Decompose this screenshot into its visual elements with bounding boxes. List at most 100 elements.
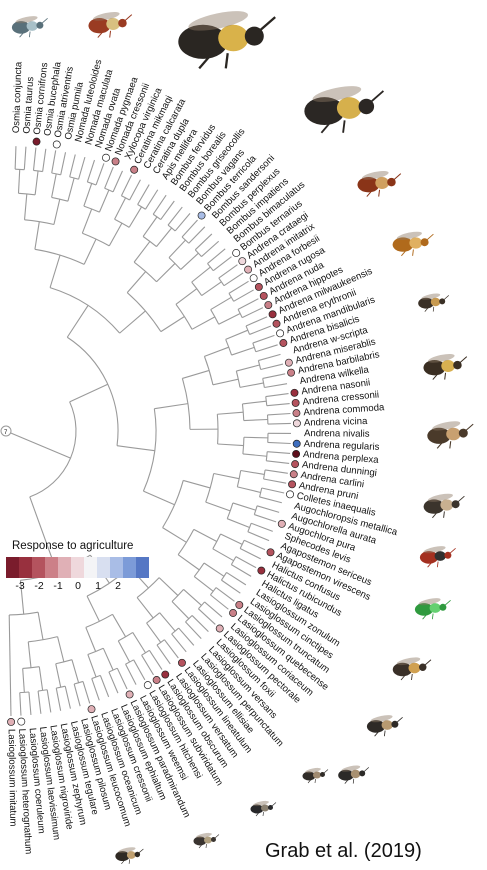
species-response-marker <box>273 320 280 327</box>
species-response-marker <box>131 166 138 173</box>
tree-branch <box>206 502 230 511</box>
tree-branch <box>192 317 215 329</box>
species-response-marker <box>292 450 299 457</box>
tree-branch <box>265 470 288 473</box>
tree-branch <box>169 240 185 257</box>
tree-branch <box>240 383 264 387</box>
tree-branch <box>234 290 254 301</box>
tree-branch <box>120 311 146 333</box>
tree-branch <box>28 642 31 668</box>
tree-branch <box>154 404 188 409</box>
tree-branch <box>250 326 271 334</box>
legend-tick-label: -1 <box>53 580 62 592</box>
legend-swatch <box>6 557 19 578</box>
tree-branch <box>205 602 222 617</box>
tree-branch <box>268 413 291 414</box>
species-response-marker <box>239 258 246 265</box>
species-response-marker <box>293 420 300 427</box>
tree-branch <box>38 691 41 714</box>
tree-branch <box>61 152 66 174</box>
tree-branch <box>113 614 126 636</box>
tree-branch <box>246 317 267 326</box>
species-response-marker <box>293 410 300 417</box>
species-response-marker <box>260 292 267 299</box>
tree-branch <box>99 190 108 212</box>
tree-branch <box>268 442 291 443</box>
legend-tick-label: 1 <box>95 580 101 592</box>
tree-branch <box>227 572 246 584</box>
species-response-marker <box>277 330 284 337</box>
lasioglossum-small-photo-icon <box>338 764 369 783</box>
lasioglossum-pale-photo-icon <box>194 832 220 848</box>
species-response-marker <box>250 275 257 282</box>
tree-branch <box>134 660 145 680</box>
tree-branch <box>50 255 60 287</box>
lasioglossum-tiny-photo-icon <box>303 767 329 783</box>
tree-branch <box>145 190 157 209</box>
tree-branch <box>253 335 275 343</box>
tree-branch <box>192 267 211 282</box>
tree-branch <box>88 654 96 677</box>
species-label: Andrena vicina <box>304 416 368 429</box>
tree-branch <box>179 628 194 645</box>
tree-branch <box>109 223 122 246</box>
species-response-marker <box>144 682 151 689</box>
species-response-marker <box>53 141 60 148</box>
species-response-marker <box>286 491 293 498</box>
tree-branch <box>121 175 131 196</box>
tree-branch <box>109 672 118 693</box>
tree-branch <box>134 241 150 262</box>
andrena-red-photo-icon <box>357 169 400 196</box>
bumblebee-worker-photo-icon <box>304 83 383 133</box>
legend-swatch <box>110 557 123 578</box>
species-response-marker <box>18 718 25 725</box>
tree-branch <box>227 519 249 528</box>
tree-branch <box>236 365 259 371</box>
andrena-small-photo-icon <box>418 292 449 311</box>
tree-branch <box>52 174 57 198</box>
tree-branch <box>178 555 199 570</box>
tree-branch <box>244 437 268 438</box>
tree-branch <box>182 370 209 378</box>
tree-branch <box>6 431 71 458</box>
tree-branch <box>264 479 287 483</box>
tree-branch <box>189 227 205 243</box>
tree-branch <box>244 540 265 550</box>
tree-branch <box>103 648 113 670</box>
legend-color-scale <box>6 557 156 578</box>
tree-branch <box>202 282 222 296</box>
legend-swatch <box>32 557 45 578</box>
tree-branch <box>70 384 108 402</box>
species-response-marker <box>162 671 169 678</box>
tree-branch <box>92 679 100 701</box>
tree-branch <box>157 645 170 664</box>
tree-branch <box>198 609 215 625</box>
tree-arc <box>30 402 76 497</box>
tree-branch <box>224 273 243 286</box>
legend-swatch <box>45 557 58 578</box>
tree-branch <box>218 444 244 446</box>
tree-branch <box>256 345 278 352</box>
tree-branch <box>164 640 178 658</box>
legend-swatch <box>71 557 84 578</box>
tree-branch <box>129 207 141 228</box>
tree-branch <box>181 253 199 269</box>
legend-swatch <box>19 557 32 578</box>
species-response-marker <box>102 154 109 161</box>
tree-branch <box>194 529 217 541</box>
tree-branch <box>142 655 154 675</box>
tree-branch <box>56 688 60 711</box>
legend-swatch <box>97 557 110 578</box>
lasioglossum-dark-photo-icon <box>251 800 277 816</box>
tree-branch <box>156 228 171 247</box>
species-response-marker <box>280 339 287 346</box>
species-label: Andrena nivalis <box>304 428 370 440</box>
species-response-marker <box>292 399 299 406</box>
legend-title: Response to agriculture <box>12 540 156 552</box>
legend-tick-labels: -3-2-1012 <box>6 580 156 594</box>
tree-branch <box>25 194 27 220</box>
tree-branch <box>83 681 90 703</box>
tree-branch <box>183 480 210 488</box>
species-response-marker <box>285 359 292 366</box>
